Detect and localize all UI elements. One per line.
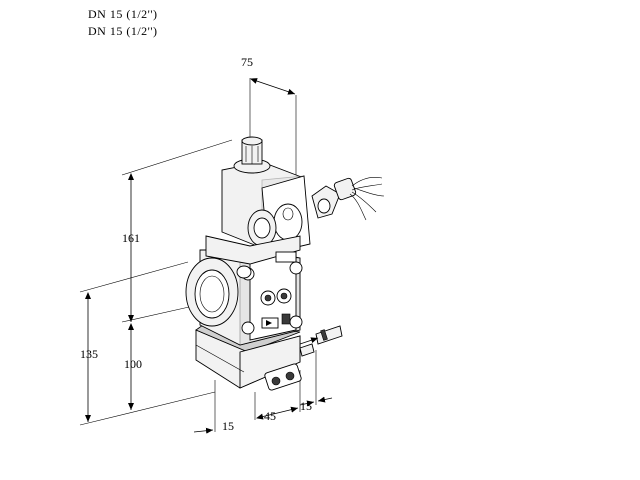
wire-2	[351, 183, 383, 191]
cable-plug-face	[317, 198, 331, 214]
dim-161-ext-top	[121, 139, 233, 176]
dim-75-line	[250, 78, 296, 95]
mid-screw	[236, 265, 252, 279]
mid-block	[205, 235, 301, 265]
coil-side-inner	[253, 217, 271, 239]
lower-port-1	[271, 376, 281, 386]
dim-45-line	[256, 406, 299, 420]
header-line-1: DN 15 (1/2'')	[88, 7, 158, 21]
mid-tab	[275, 251, 297, 263]
solenoid-cap-top	[241, 136, 263, 146]
side-fitting	[315, 325, 343, 345]
dim-label-135: 135	[80, 347, 98, 361]
dim-135-ext-top	[79, 261, 189, 293]
screw-tr	[289, 261, 303, 275]
wire-3	[349, 193, 367, 221]
inlet-bore	[194, 269, 230, 319]
dim-15-arrow-left	[193, 427, 214, 434]
dim-label-15-bottom: 15	[222, 419, 234, 433]
indicator-dark	[281, 313, 291, 325]
lower-housing-seam	[195, 344, 245, 373]
dim-label-15-side: 15	[300, 399, 312, 413]
test-nipple	[299, 343, 315, 357]
connector-hole	[282, 207, 294, 221]
lower-housing-side	[239, 335, 301, 389]
dim-label-45: 45	[264, 409, 276, 423]
wire-1	[351, 176, 383, 187]
dim-label-161: 161	[122, 231, 140, 245]
dim-15r-arrow	[299, 400, 315, 407]
dim-label-100: 100	[124, 357, 142, 371]
side-fitting-nut	[320, 329, 328, 341]
inlet-thread	[199, 275, 225, 313]
dim-135-ext-bottom	[79, 391, 216, 426]
flow-arrow-icon	[266, 320, 272, 326]
header-line-2: DN 15 (1/2'')	[88, 24, 158, 38]
dim-15r-arrow-2	[317, 396, 333, 403]
header: DN 15 (1/2'') DN 15 (1/2'')	[88, 6, 157, 40]
screw-br	[289, 315, 303, 329]
screw-bl	[241, 321, 255, 335]
side-fitting-arrow	[299, 337, 319, 345]
port-a-core	[264, 294, 272, 302]
dim-100-ext-top	[121, 304, 199, 323]
lower-port-2	[285, 371, 295, 381]
dim-label-75: 75	[241, 55, 253, 69]
port-b-core	[280, 292, 288, 300]
connector-socket	[273, 203, 303, 241]
valve-body	[185, 136, 385, 391]
wire-4	[351, 191, 377, 213]
wire-5	[353, 187, 385, 197]
